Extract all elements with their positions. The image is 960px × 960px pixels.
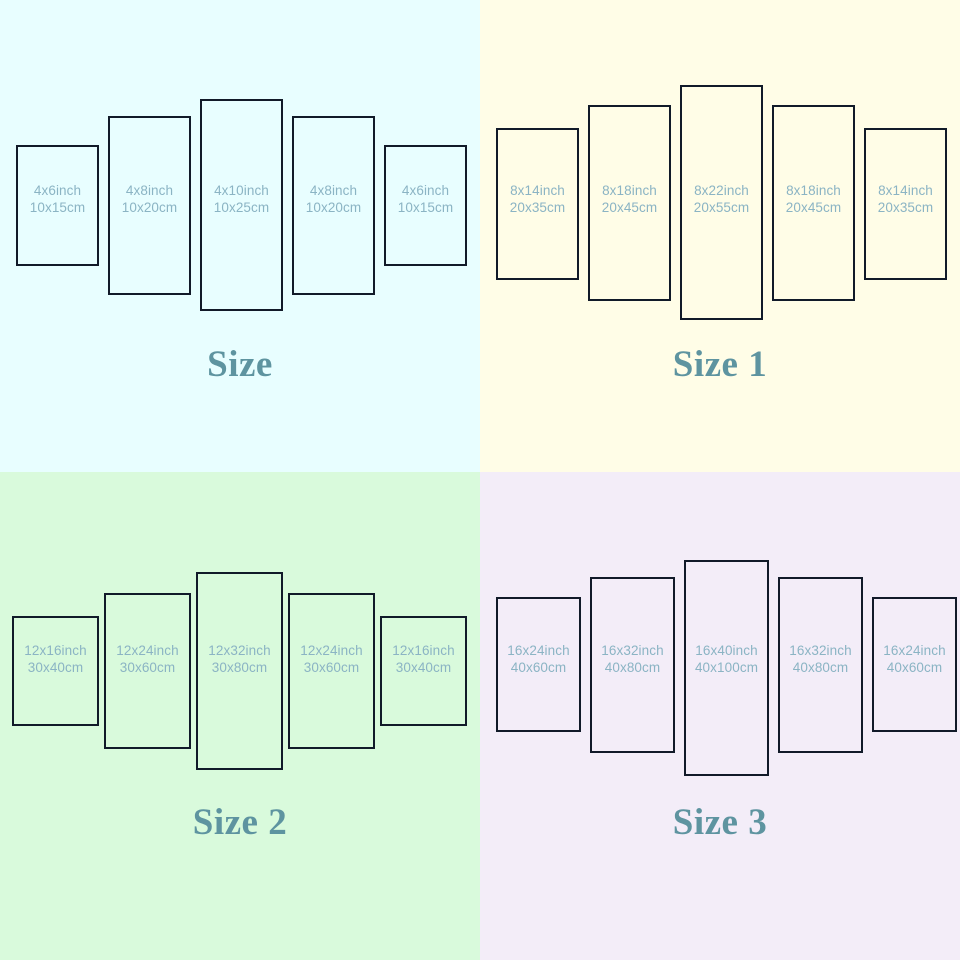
canvas-panel-size-3 — [200, 99, 283, 311]
canvas-panel-size3-5 — [872, 597, 957, 732]
canvas-panel-size2-3 — [196, 572, 283, 770]
canvas-panel-size2-5 — [380, 616, 467, 726]
canvas-panel-size3-2 — [590, 577, 675, 753]
quadrant-title-size: Size — [207, 344, 273, 385]
canvas-panel-size1-5 — [864, 128, 947, 280]
canvas-panel-size-4 — [292, 116, 375, 295]
canvas-panel-size3-4 — [778, 577, 863, 753]
quadrant-title-size2: Size 2 — [192, 802, 288, 843]
canvas-panel-size2-4 — [288, 593, 375, 749]
canvas-panel-size1-4 — [772, 105, 855, 301]
canvas-panel-size2-1 — [12, 616, 99, 726]
canvas-panel-size-1 — [16, 145, 99, 266]
canvas-panel-size1-2 — [588, 105, 671, 301]
canvas-panel-size-5 — [384, 145, 467, 266]
quadrant-title-size3: Size 3 — [672, 802, 768, 843]
canvas-panel-size2-2 — [104, 593, 191, 749]
canvas-panel-size1-1 — [496, 128, 579, 280]
canvas-panel-size3-3 — [684, 560, 769, 776]
canvas-panel-size1-3 — [680, 85, 763, 320]
canvas-panel-size3-1 — [496, 597, 581, 732]
quadrant-title-size1: Size 1 — [672, 344, 768, 385]
canvas-panel-size-2 — [108, 116, 191, 295]
